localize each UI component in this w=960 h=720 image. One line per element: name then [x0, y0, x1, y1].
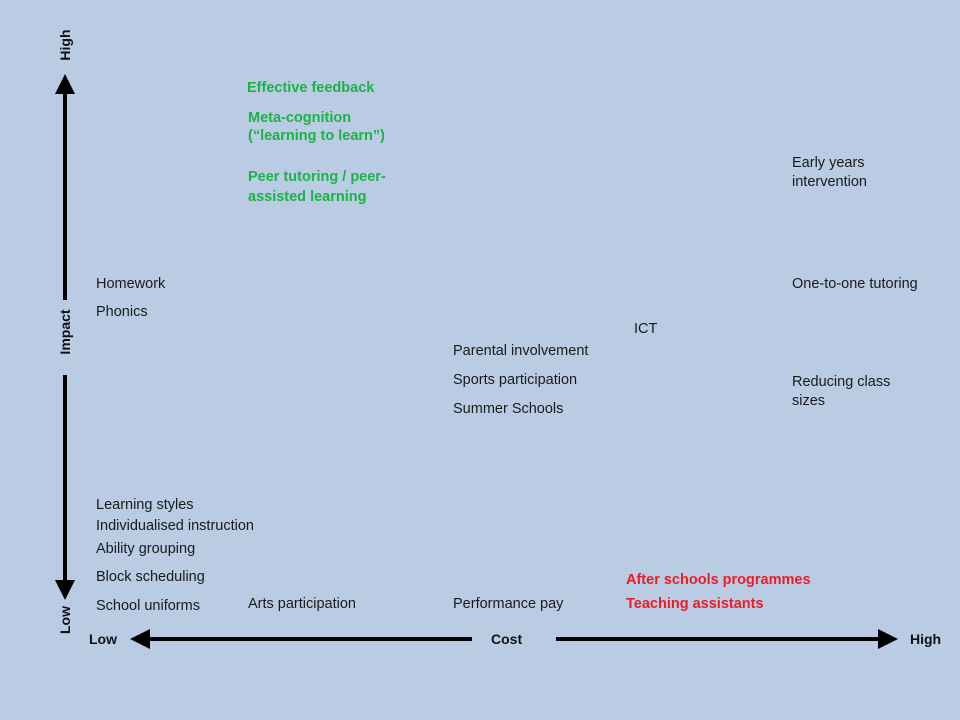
label-school-uniforms: School uniforms: [96, 598, 200, 614]
label-learning-styles: Learning styles: [96, 497, 194, 513]
label-phonics: Phonics: [96, 304, 148, 320]
label-performance-pay: Performance pay: [453, 596, 564, 612]
label-reducing-class-sizes-line2: sizes: [792, 393, 826, 409]
label-arts-participation: Arts participation: [248, 596, 356, 612]
label-individualised-instruction: Individualised instruction: [96, 518, 254, 534]
label-metacognition-line2: (“learning to learn”): [248, 128, 385, 144]
y-axis-high-label: High: [57, 29, 73, 61]
label-reducing-class-sizes-line1: Reducing class: [792, 374, 891, 390]
label-parental-involvement: Parental involvement: [453, 343, 589, 359]
label-early-years-line1: Early years: [792, 155, 865, 171]
label-early-years-line2: intervention: [792, 174, 867, 190]
label-one-to-one-tutoring: One-to-one tutoring: [792, 276, 918, 292]
label-homework: Homework: [96, 276, 166, 292]
y-axis-title: Impact: [57, 309, 73, 355]
label-ict: ICT: [634, 321, 658, 337]
label-sports-participation: Sports participation: [453, 372, 578, 388]
x-axis-title: Cost: [491, 631, 523, 647]
label-peer-tutoring-line1: Peer tutoring / peer-: [248, 169, 386, 185]
y-axis-low-label: Low: [57, 606, 73, 634]
label-block-scheduling: Block scheduling: [96, 569, 205, 585]
label-effective-feedback: Effective feedback: [247, 80, 375, 96]
label-metacognition-line1: Meta-cognition: [248, 110, 352, 126]
label-summer-schools: Summer Schools: [453, 401, 564, 417]
x-axis-low-label: Low: [89, 631, 117, 647]
label-ability-grouping: Ability grouping: [96, 541, 196, 557]
label-after-schools-programmes: After schools programmes: [626, 572, 811, 588]
x-axis-high-label: High: [910, 631, 942, 647]
label-peer-tutoring-line2: assisted learning: [248, 189, 367, 205]
label-teaching-assistants: Teaching assistants: [626, 596, 764, 612]
